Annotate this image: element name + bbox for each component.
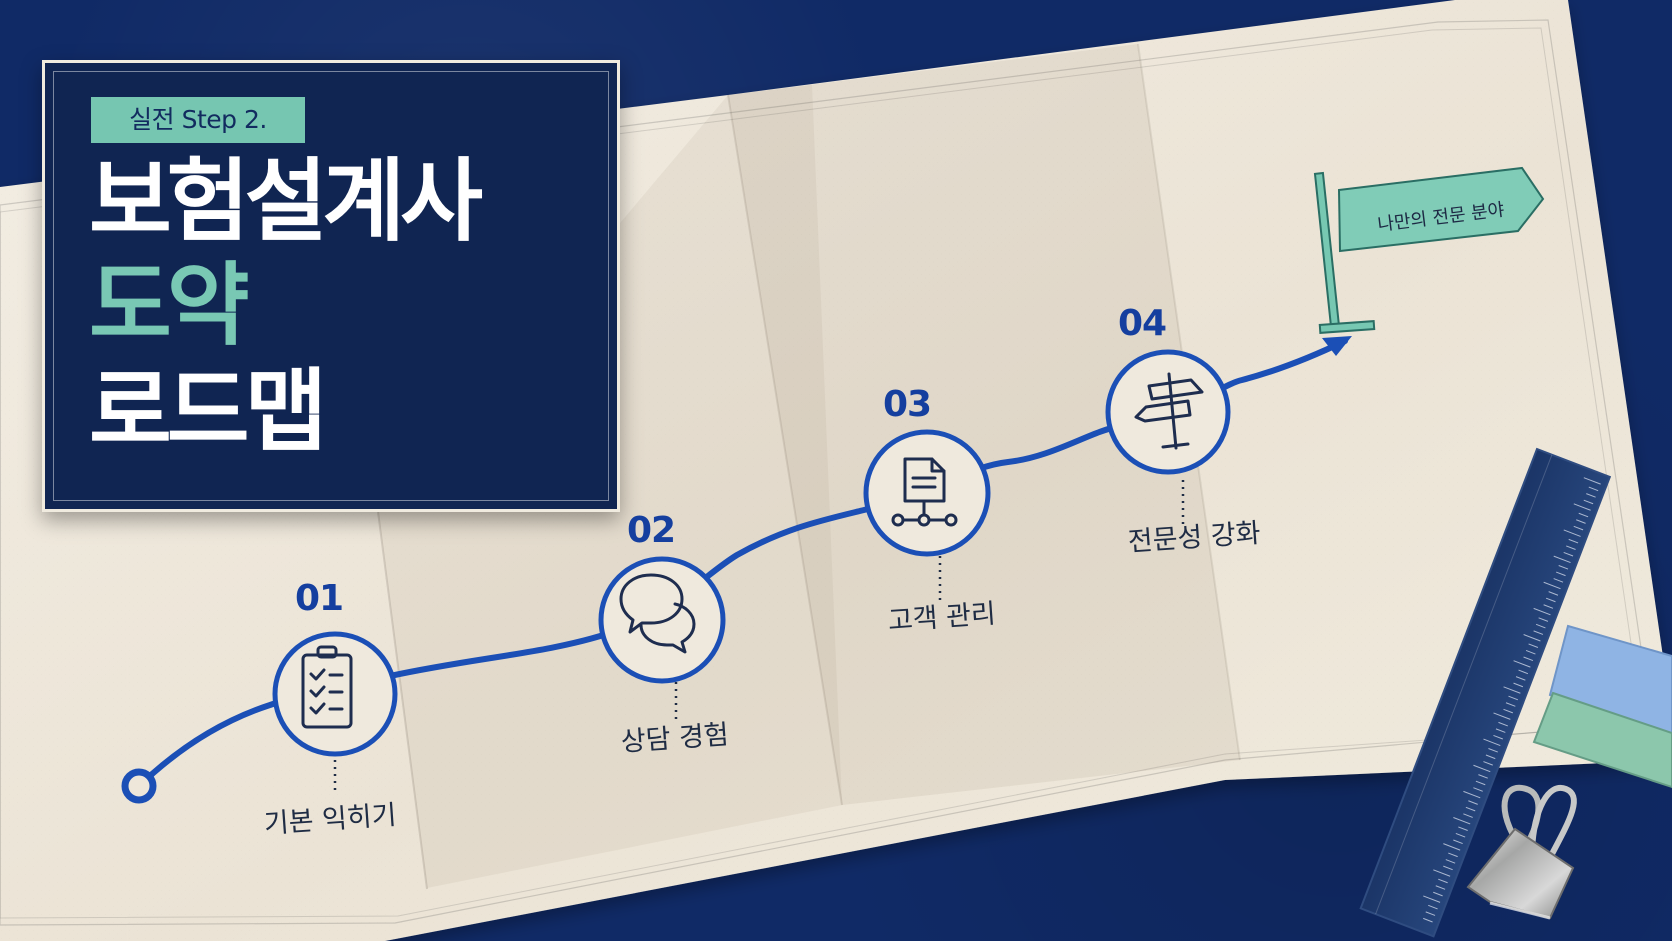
chat-bubbles-icon bbox=[619, 573, 696, 654]
desk-ruler bbox=[1359, 447, 1612, 938]
step-02-node bbox=[598, 556, 726, 724]
paper-fold-line-1 bbox=[377, 511, 428, 890]
title-card: 실전 Step 2. 보험설계사 도약 로드맵 bbox=[42, 60, 620, 512]
step-04-node bbox=[1105, 349, 1231, 525]
step-04-circle bbox=[1105, 349, 1231, 475]
step-01-circle bbox=[272, 631, 398, 757]
binder-clip-highlight bbox=[1489, 901, 1551, 920]
title-line-accent: 도약 bbox=[89, 253, 250, 358]
green-sticky-note bbox=[1532, 691, 1672, 789]
signpost-icon bbox=[1134, 372, 1204, 450]
roadmap-route bbox=[121, 166, 1545, 804]
step-03-node bbox=[863, 429, 991, 604]
step-02-circle bbox=[598, 556, 726, 684]
document-network-icon bbox=[891, 457, 958, 527]
sticky-notes bbox=[1532, 624, 1672, 789]
step-02-label: 상담 경험 bbox=[619, 719, 730, 758]
step-01-node bbox=[272, 631, 398, 795]
paper-fold-shadow-2 bbox=[728, 44, 1240, 805]
step-03-circle bbox=[863, 429, 991, 557]
step-badge: 실전 Step 2. bbox=[91, 97, 305, 143]
route-start-point bbox=[121, 768, 157, 804]
route-arrow-head bbox=[1322, 336, 1352, 356]
step-01-number: 01 bbox=[295, 578, 344, 619]
ruler-body bbox=[1359, 447, 1612, 938]
ruler-edge-line bbox=[1375, 454, 1553, 915]
blue-sticky-note bbox=[1548, 624, 1672, 737]
binder-clip-handle-right bbox=[1529, 784, 1577, 857]
binder-clip-body bbox=[1466, 827, 1575, 920]
clipboard-checklist-icon bbox=[301, 645, 353, 729]
ruler-ticks bbox=[1423, 477, 1601, 923]
step-03-number: 03 bbox=[883, 384, 932, 425]
title-line-secondary: 로드맵 bbox=[89, 359, 327, 464]
flag-base bbox=[1318, 320, 1376, 334]
step-02-number: 02 bbox=[627, 510, 676, 551]
goal-flag bbox=[1313, 166, 1545, 334]
title-line-primary: 보험설계사 bbox=[89, 149, 483, 254]
step-03-label: 고객 관리 bbox=[886, 598, 997, 637]
flag-icon bbox=[1337, 166, 1545, 253]
binder-clip bbox=[1466, 784, 1577, 920]
paper-fold-line-2 bbox=[727, 94, 843, 806]
step-04-number: 04 bbox=[1118, 303, 1167, 344]
